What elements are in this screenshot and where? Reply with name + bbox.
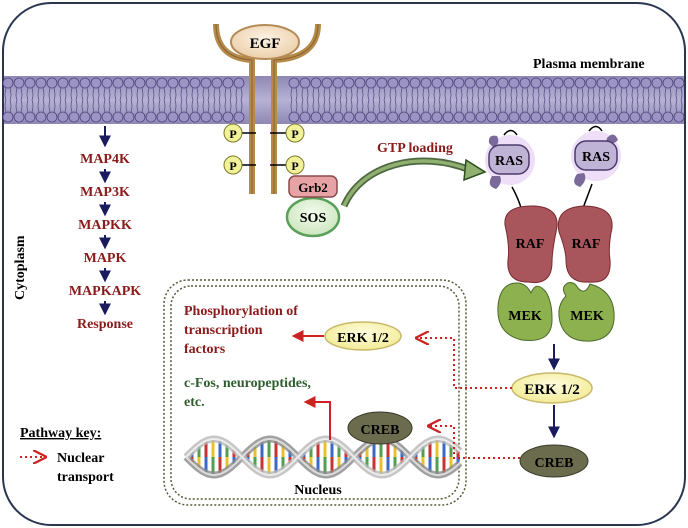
grb2-adaptor: Grb2 xyxy=(288,175,338,198)
arrow-transcription xyxy=(303,396,331,440)
erk-cytoplasm: ERK 1/2 xyxy=(511,372,593,404)
sos-protein: SOS xyxy=(285,196,341,238)
erk-cytoplasm-label: ERK 1/2 xyxy=(524,382,579,398)
erk-nuclear: ERK 1/2 xyxy=(324,321,402,351)
gtp-loading-arrow xyxy=(340,157,487,208)
cascade-step-mapkapk: MAPKAPK xyxy=(69,284,141,299)
phosphate-3 xyxy=(285,123,305,143)
pathway-key-title: Pathway key: xyxy=(20,426,101,441)
mek-kinase-right: MEK xyxy=(558,282,615,342)
ras-protein-left: RAS xyxy=(485,129,535,189)
egf-label: EGF xyxy=(250,36,281,52)
gtp-loading-label: GTP loading xyxy=(377,141,453,156)
cfos-label-2: etc. xyxy=(184,395,205,410)
phosphorylation-label-1: Phosphorylation of xyxy=(184,304,298,319)
raf-kinase-left: RAF xyxy=(504,205,558,284)
egf-ligand: EGF xyxy=(230,24,300,60)
transport-erk-to-nucleus xyxy=(418,338,512,389)
creb-nuclear-label: CREB xyxy=(361,423,400,438)
nucleus xyxy=(163,279,467,506)
cytoplasm-label: Cytoplasm xyxy=(13,235,28,300)
mek-kinase-left: MEK xyxy=(497,282,553,342)
cascade-step-mapkk: MAPKK xyxy=(78,218,132,233)
phosphate-groups: P P P P xyxy=(223,123,305,175)
creb-cytoplasm: CREB xyxy=(519,444,589,478)
transport-creb-to-nucleus xyxy=(430,426,520,459)
cfos-label-1: c-Fos, neuropeptides, xyxy=(184,376,311,391)
nucleus-label: Nucleus xyxy=(294,483,342,498)
creb-cytoplasm-label: CREB xyxy=(535,456,574,471)
mapk-cascade: MAP4K MAP3K MAPKK MAPK MAPKAPK Response xyxy=(69,126,141,332)
phosphate-label-1: P xyxy=(229,127,236,141)
egf-receptor xyxy=(213,23,321,194)
cascade-step-mapk: MAPK xyxy=(84,251,127,266)
raf-kinase-right: RAF xyxy=(557,205,613,283)
phosphate-1 xyxy=(223,123,243,143)
plasma-membrane xyxy=(2,76,685,124)
phosphate-2 xyxy=(223,155,243,175)
creb-nuclear: CREB xyxy=(347,411,413,445)
ras-label-left: RAS xyxy=(495,154,523,169)
raf-label-left: RAF xyxy=(516,237,545,252)
dna-helix xyxy=(183,435,463,479)
phosphate-label-4: P xyxy=(291,159,298,173)
phosphate-4 xyxy=(285,155,305,175)
phosphorylation-label-2: transcription xyxy=(184,323,263,338)
pathway-key-line1: Nuclear xyxy=(57,451,104,466)
pathway-key-line2: transport xyxy=(57,470,114,485)
plasma-membrane-label: Plasma membrane xyxy=(533,57,645,72)
phosphate-label-2: P xyxy=(229,159,236,173)
erk-nuclear-label: ERK 1/2 xyxy=(337,331,389,346)
phosphate-label-3: P xyxy=(291,127,298,141)
mek-label-right: MEK xyxy=(570,309,604,324)
mek-label-left: MEK xyxy=(508,309,542,324)
sos-label: SOS xyxy=(300,211,327,226)
raf-label-right: RAF xyxy=(572,237,601,252)
pathway-key: Pathway key: Nuclear transport xyxy=(20,426,114,485)
cascade-step-response: Response xyxy=(77,317,133,332)
cascade-step-map3k: MAP3K xyxy=(80,185,130,200)
phosphorylation-label-3: factors xyxy=(184,342,226,357)
cascade-step-map4k: MAP4K xyxy=(80,152,130,167)
ras-label-right: RAS xyxy=(582,150,610,165)
ras-protein-right: RAS xyxy=(571,125,621,187)
grb2-label: Grb2 xyxy=(298,180,328,195)
